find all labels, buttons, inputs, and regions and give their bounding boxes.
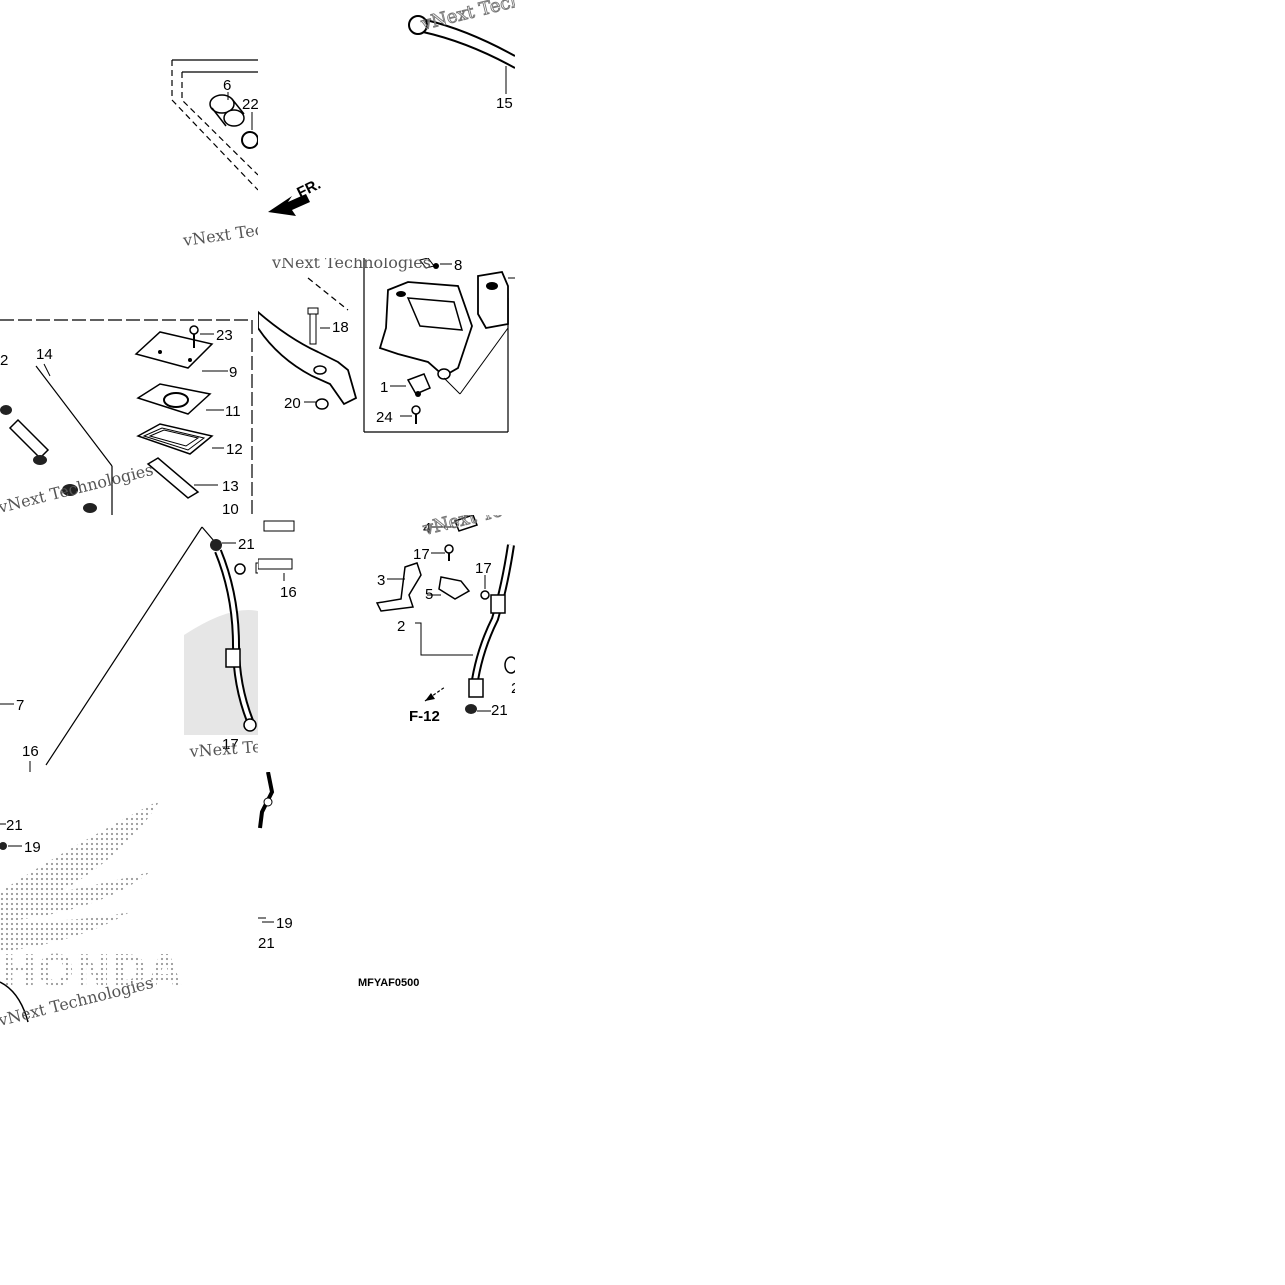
clip-8 <box>419 258 439 269</box>
hose-2 <box>465 544 515 714</box>
piston-assembly <box>0 405 97 513</box>
callout-6: 6 <box>223 77 231 94</box>
tile-lever-holder: 18 20 8 <box>258 258 515 515</box>
bolt-16 <box>234 562 258 575</box>
callout-18: 18 <box>332 319 349 336</box>
callout-12: 12 <box>226 441 243 458</box>
bolt-17a <box>444 544 454 561</box>
screw-23 <box>189 325 199 348</box>
watermark-text: vNext Technologies <box>418 0 515 35</box>
callout-2: 2 <box>0 352 8 369</box>
watermark-text: vNext Technologies <box>0 460 155 515</box>
nut-20 <box>315 398 329 410</box>
callout-7: 7 <box>16 697 24 714</box>
callout-19b: 19 <box>276 915 293 932</box>
circlip-part <box>241 131 258 149</box>
callout-14: 14 <box>36 346 53 363</box>
brake-lever <box>258 310 358 406</box>
callout-16: 16 <box>22 743 39 760</box>
callout-3: 3 <box>377 572 385 589</box>
callout-21e: 21 <box>258 935 275 952</box>
callout-19: 19 <box>24 839 41 856</box>
callout-17b: 17 <box>475 560 492 577</box>
bolt-17b <box>480 590 490 600</box>
plate-part <box>136 383 212 415</box>
callout-2: 2 <box>397 618 405 635</box>
piston-part <box>209 94 245 127</box>
callout-1: 1 <box>380 379 388 396</box>
callout-23: 23 <box>216 327 233 344</box>
hose-bracket-3 <box>375 562 422 612</box>
bracket-4 <box>454 515 478 532</box>
pivot-bolt-18 <box>307 307 319 345</box>
callout-21c: 2 <box>511 680 515 697</box>
section-reference: F-12 <box>409 708 440 725</box>
tile-master-cylinder: 14 2 <box>0 258 258 515</box>
hose-clamp-5 <box>438 576 471 600</box>
callout-13: 13 <box>222 478 239 495</box>
tile-bolt-label: 16 <box>258 515 300 615</box>
tile-honda-watermark: HONDA 21 19 vNext Technologies <box>0 772 258 1030</box>
callout-21: 21 <box>238 536 255 553</box>
brake-hose <box>210 539 257 732</box>
gasket-part <box>146 457 200 499</box>
callout-17a: 17 <box>413 546 430 563</box>
diagram-code: MFYAF0500 <box>358 977 420 989</box>
callout-15: 15 <box>496 95 513 112</box>
tile-caliper-seal: 6 22 vNext Technologies <box>170 0 258 258</box>
honda-wing-logo <box>0 800 160 952</box>
tile-brake-hose-upper: 7 16 21 17 vNext Technologies <box>0 515 258 772</box>
callout-24: 24 <box>376 409 393 426</box>
watermark-text: vNext Technologies <box>420 515 515 540</box>
switch-1 <box>406 373 431 397</box>
diaphragm-part <box>136 423 214 455</box>
tile-lower-fitting: 19 21 <box>258 772 340 960</box>
screw-24 <box>411 405 421 424</box>
tile-brake-hose-lower: 3 5 17 17 4 <box>365 515 515 730</box>
callout-9: 9 <box>229 364 237 381</box>
callout-20: 20 <box>284 395 301 412</box>
callout-21d: 21 <box>6 817 23 834</box>
callout-10: 10 <box>222 501 239 515</box>
callout-17: 17 <box>222 736 239 753</box>
holder-clamp <box>477 270 509 329</box>
callout-16b: 16 <box>280 584 297 601</box>
watermark-text: vNext Technologies <box>181 209 258 250</box>
watermark-text: vNext Technologies <box>271 258 431 272</box>
honda-logo-text: HONDA <box>0 946 182 997</box>
front-direction-arrow: FR. <box>268 176 323 216</box>
callout-11: 11 <box>225 403 241 420</box>
callout-4: 4 <box>423 520 431 537</box>
reservoir-cap <box>134 331 214 369</box>
tile-lever-front: 15 vNext Technologies FR. <box>258 0 515 258</box>
callout-22: 22 <box>242 96 258 113</box>
master-cylinder-body <box>378 281 473 380</box>
section-arrow <box>424 686 446 702</box>
callout-5: 5 <box>425 586 433 603</box>
callout-8: 8 <box>454 258 462 274</box>
callout-21b: 21 <box>491 702 508 719</box>
